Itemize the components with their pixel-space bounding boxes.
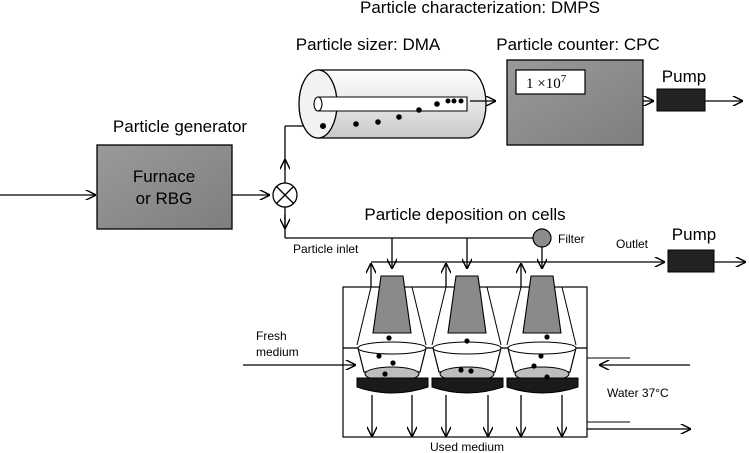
dma-cylinder — [298, 69, 487, 139]
particle-dot — [320, 123, 326, 129]
particle-dot — [396, 114, 402, 120]
furnace-box — [96, 144, 233, 230]
cpc-readout: 1 ×107 — [526, 73, 567, 92]
exposure-well-3 — [506, 247, 587, 436]
three-way-valve-icon — [272, 182, 298, 208]
filter-icon — [532, 228, 552, 248]
cpc-readout-exponent: 7 — [561, 73, 567, 85]
furnace-label: Furnace — [133, 167, 195, 186]
particle-dot — [468, 368, 474, 374]
particle-inlet-label: Particle inlet — [293, 242, 359, 256]
particle-dot — [451, 98, 457, 104]
water-label: Water 37°C — [607, 386, 669, 400]
deposition-heading: Particle deposition on cells — [364, 205, 565, 224]
particle-dot — [531, 363, 537, 369]
particle-dot — [386, 335, 392, 341]
inlet-cone — [372, 275, 412, 334]
used-medium-label: Used medium — [430, 440, 504, 453]
particle-dot — [458, 98, 464, 104]
particle-dot — [544, 334, 550, 340]
particle-dot — [434, 101, 440, 107]
bottom-pump-icon — [667, 249, 715, 273]
outlet-label: Outlet — [616, 237, 649, 251]
bottom-pump-label: Pump — [672, 225, 716, 244]
top-pump-icon — [656, 88, 706, 112]
inlet-cone — [522, 275, 562, 334]
particle-dot — [544, 374, 550, 380]
fresh-medium-label-line1: Fresh — [256, 329, 287, 343]
cpc-readout-mantissa: 1 ×10 — [526, 76, 561, 92]
inlet-cone — [447, 275, 487, 334]
top-pump-label: Pump — [662, 67, 706, 86]
generator-heading: Particle generator — [113, 117, 248, 136]
particle-dot — [416, 107, 422, 113]
particle-dot — [458, 367, 464, 373]
cpc-display — [515, 69, 586, 95]
particle-dot — [390, 360, 396, 366]
particle-dot — [464, 338, 470, 344]
diagram-title: Particle characterization: DMPS — [360, 0, 600, 17]
exposure-well-1 — [343, 238, 438, 436]
particle-dot — [353, 121, 359, 127]
filter-label: Filter — [558, 232, 585, 246]
rbg-label: or RBG — [136, 189, 193, 208]
particle-dot — [445, 98, 451, 104]
sizer-label: Particle sizer: DMA — [296, 35, 441, 54]
particle-dot — [376, 353, 382, 359]
particle-dot — [375, 119, 381, 125]
exposure-well-2 — [431, 238, 512, 436]
particle-dot — [382, 371, 388, 377]
particle-dot — [538, 353, 544, 359]
fresh-medium-label-line2: medium — [256, 345, 299, 359]
counter-label: Particle counter: CPC — [496, 35, 659, 54]
